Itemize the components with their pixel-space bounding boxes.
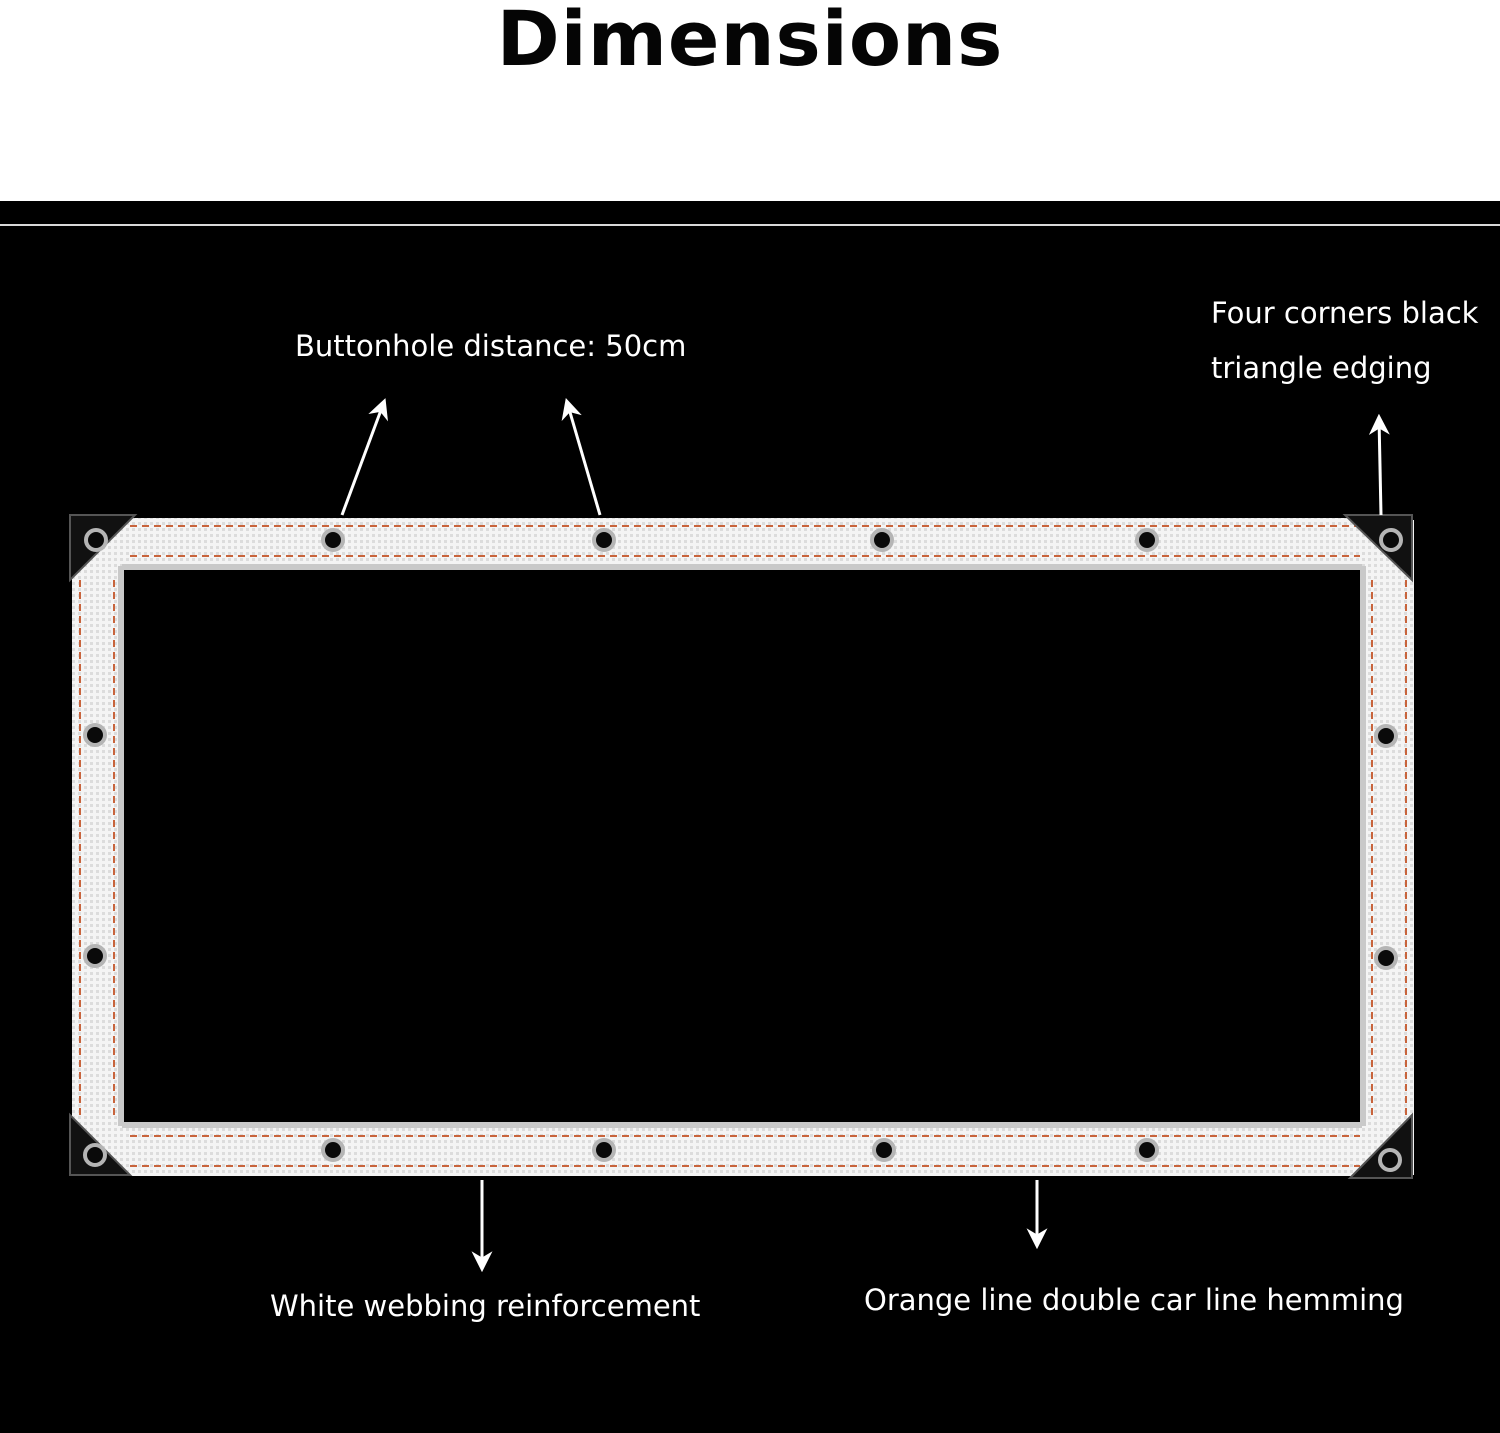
corner-triangle-icon — [69, 514, 1413, 1179]
grommet-icon — [1374, 946, 1398, 970]
webbing-label: White webbing reinforcement — [270, 1289, 701, 1323]
grommet-icon — [83, 944, 107, 968]
arrows — [340, 397, 1390, 1273]
grommet-icon — [83, 1143, 107, 1167]
corners-label-line2: triangle edging — [1211, 351, 1432, 385]
grommet-icon — [1135, 1138, 1159, 1162]
grommet-icon — [872, 1138, 896, 1162]
grommet-icon — [83, 723, 107, 747]
grommet-icon — [1379, 528, 1403, 552]
arrow-icon — [340, 398, 388, 516]
corners-label-line1: Four corners black — [1211, 296, 1479, 330]
hemming-label: Orange line double car line hemming — [864, 1283, 1404, 1317]
arrow-icon — [1368, 413, 1390, 516]
page-title: Dimensions — [496, 0, 1004, 83]
grommet-icon — [592, 528, 616, 552]
diagram-background — [0, 201, 1500, 1433]
orange-stitching — [79, 525, 1407, 1167]
grommet-icon — [321, 528, 345, 552]
grommet-icon — [1135, 528, 1159, 552]
webbing-bottom — [120, 1126, 1370, 1176]
grommet-icon — [1378, 1148, 1402, 1172]
grommet-icon — [321, 1138, 345, 1162]
webbing-border — [72, 518, 1414, 1176]
divider-line — [0, 224, 1500, 226]
grommet-icon — [84, 528, 108, 552]
grommet-icon — [1374, 724, 1398, 748]
grommet-icon — [870, 528, 894, 552]
grommet-icon — [592, 1138, 616, 1162]
grommets — [83, 528, 1403, 1172]
buttonhole-distance-label: Buttonhole distance: 50cm — [295, 329, 687, 363]
arrow-icon — [561, 397, 602, 516]
